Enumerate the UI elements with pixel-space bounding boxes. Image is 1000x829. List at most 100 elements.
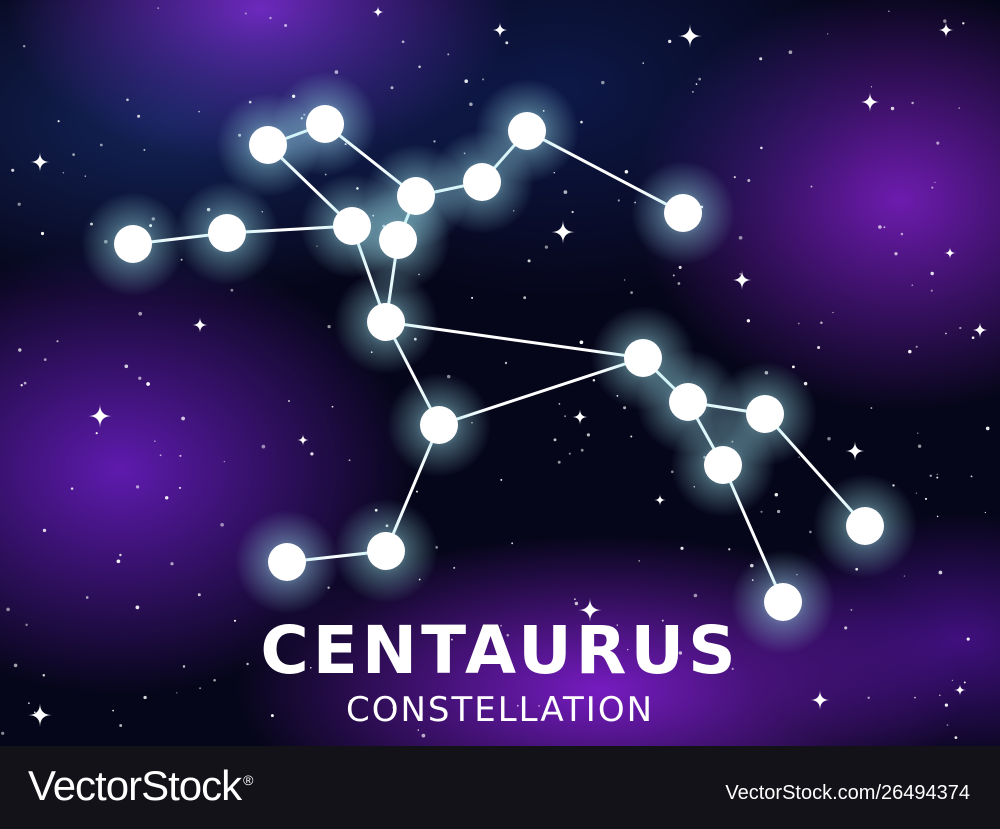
background-star	[57, 120, 60, 123]
background-star	[197, 593, 201, 597]
background-star	[951, 679, 954, 682]
background-star	[557, 460, 561, 464]
background-star	[936, 473, 939, 476]
night-sky-scene: CENTAURUS CONSTELLATION	[0, 0, 1000, 746]
background-star	[23, 381, 27, 385]
background-star	[558, 403, 561, 405]
background-star	[22, 44, 26, 48]
background-star	[17, 202, 21, 206]
background-star	[453, 566, 456, 569]
background-star	[159, 454, 162, 457]
watermark-footer: VectorStock® VectorStock.com/26494374	[0, 746, 1000, 829]
background-star	[672, 274, 675, 277]
background-star	[586, 433, 591, 437]
sparkle-star-icon	[372, 6, 384, 18]
background-star	[401, 40, 405, 44]
sparkle-star-icon	[572, 409, 588, 425]
background-star	[198, 110, 200, 113]
background-star	[958, 107, 960, 109]
background-star	[11, 168, 15, 172]
background-star	[915, 345, 918, 348]
constellation-star	[367, 532, 405, 570]
background-star	[934, 181, 936, 184]
constellation-stars	[114, 105, 884, 621]
background-star	[870, 407, 873, 409]
background-star	[914, 696, 916, 699]
background-star	[571, 709, 575, 713]
background-star	[392, 663, 395, 666]
background-star	[348, 459, 351, 462]
background-star	[523, 296, 527, 300]
background-star	[623, 406, 627, 410]
background-star	[310, 452, 314, 456]
background-star	[450, 638, 453, 641]
constellation-star	[463, 163, 501, 201]
background-star	[482, 78, 485, 81]
sparkle-star-icon	[551, 220, 575, 244]
registered-mark: ®	[243, 772, 253, 788]
background-star	[878, 225, 882, 229]
background-star	[269, 16, 272, 20]
background-star	[944, 703, 949, 707]
sparkle-stars	[28, 6, 988, 727]
background-star	[692, 91, 694, 93]
background-star	[903, 575, 906, 577]
background-star	[601, 80, 605, 85]
background-star	[85, 596, 89, 599]
background-star	[390, 86, 394, 90]
background-star	[963, 681, 966, 684]
background-star	[616, 624, 618, 626]
background-star	[181, 416, 185, 421]
background-star	[954, 736, 958, 739]
background-star	[747, 179, 751, 182]
background-star	[504, 361, 508, 365]
background-star	[418, 65, 421, 69]
background-star	[310, 667, 312, 669]
background-star	[936, 515, 939, 518]
background-star	[985, 426, 990, 431]
constellation-star	[379, 221, 417, 259]
background-star	[827, 437, 831, 441]
background-star	[668, 39, 672, 44]
background-star	[538, 705, 540, 707]
background-star	[630, 291, 633, 294]
sparkle-star-icon	[192, 317, 208, 333]
background-star	[95, 432, 98, 435]
background-star	[135, 605, 140, 610]
background-star	[527, 259, 531, 263]
background-star	[574, 601, 579, 606]
constellation-star	[420, 406, 458, 444]
background-star	[746, 319, 751, 323]
constellation-star	[114, 225, 152, 263]
background-star	[327, 324, 331, 329]
constellation-star	[208, 214, 246, 252]
constellation-star	[764, 583, 802, 621]
background-star	[930, 271, 934, 276]
background-star	[971, 336, 975, 340]
logo-text: VectorStock	[28, 762, 242, 809]
background-star	[34, 711, 36, 714]
background-star	[43, 358, 47, 361]
background-star	[624, 170, 629, 174]
background-star	[99, 143, 103, 147]
constellation-star	[268, 543, 306, 581]
background-star	[627, 648, 629, 651]
sparkle-star-icon	[28, 703, 52, 727]
background-star	[810, 185, 813, 188]
background-star	[464, 79, 469, 83]
sparkle-star-icon	[845, 441, 865, 461]
background-star	[392, 706, 394, 709]
background-star	[938, 570, 943, 575]
background-star	[223, 460, 226, 463]
background-star	[883, 226, 886, 229]
background-star	[246, 662, 249, 666]
background-star	[500, 478, 503, 481]
background-star	[827, 33, 829, 35]
constellation-star	[397, 177, 435, 215]
background-star	[244, 12, 247, 15]
background-star	[568, 452, 571, 455]
background-star	[62, 172, 65, 174]
background-star	[40, 231, 45, 236]
sparkle-star-icon	[678, 24, 702, 48]
background-star	[759, 57, 763, 61]
